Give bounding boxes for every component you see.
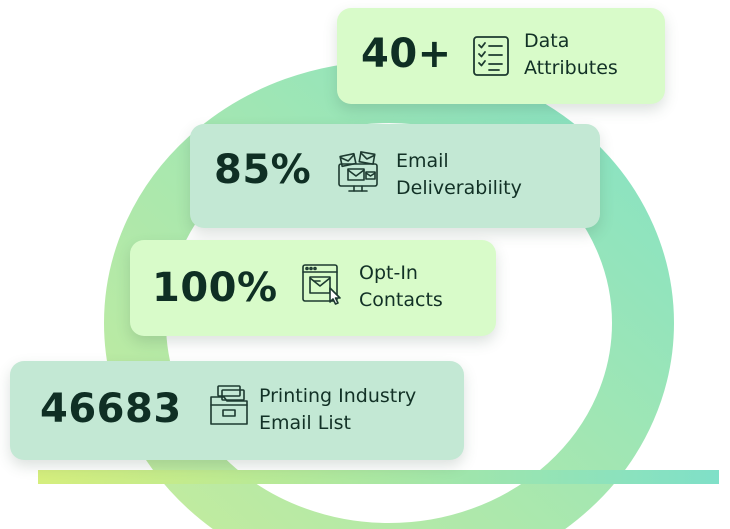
stat-label: Opt-In Contacts xyxy=(359,260,443,314)
stat-label: Email Deliverability xyxy=(396,148,522,202)
stat-label-line-1: Opt-In xyxy=(359,262,418,284)
checklist-icon xyxy=(469,34,513,78)
stat-label-line-1: Printing Industry xyxy=(259,385,417,407)
stat-card-email-deliverability: 85% Email Deliverability xyxy=(190,124,600,228)
stat-label-line-2: Email List xyxy=(259,412,351,434)
stat-label-line-1: Email xyxy=(396,150,449,172)
stat-value: 40+ xyxy=(361,31,452,77)
stat-card-opt-in-contacts: 100% Opt-In Contacts xyxy=(130,240,496,336)
folder-stack-icon xyxy=(208,383,252,427)
stat-label-line-2: Attributes xyxy=(524,57,618,79)
stat-label-line-1: Data xyxy=(524,30,570,52)
stat-value: 100% xyxy=(152,265,278,311)
email-monitor-icon xyxy=(336,150,380,194)
stat-label: Data Attributes xyxy=(524,28,618,82)
stat-card-data-attributes: 40+ Data Attributes xyxy=(337,8,665,104)
stat-card-printing-industry: 46683 Printing Industry Email List xyxy=(10,361,464,460)
stat-value: 46683 xyxy=(40,386,182,432)
email-click-icon xyxy=(300,262,344,306)
stat-value: 85% xyxy=(214,147,312,193)
stat-label-line-2: Contacts xyxy=(359,289,443,311)
stat-label: Printing Industry Email List xyxy=(259,383,416,437)
baseline-bar xyxy=(38,470,719,484)
stat-label-line-2: Deliverability xyxy=(396,177,522,199)
